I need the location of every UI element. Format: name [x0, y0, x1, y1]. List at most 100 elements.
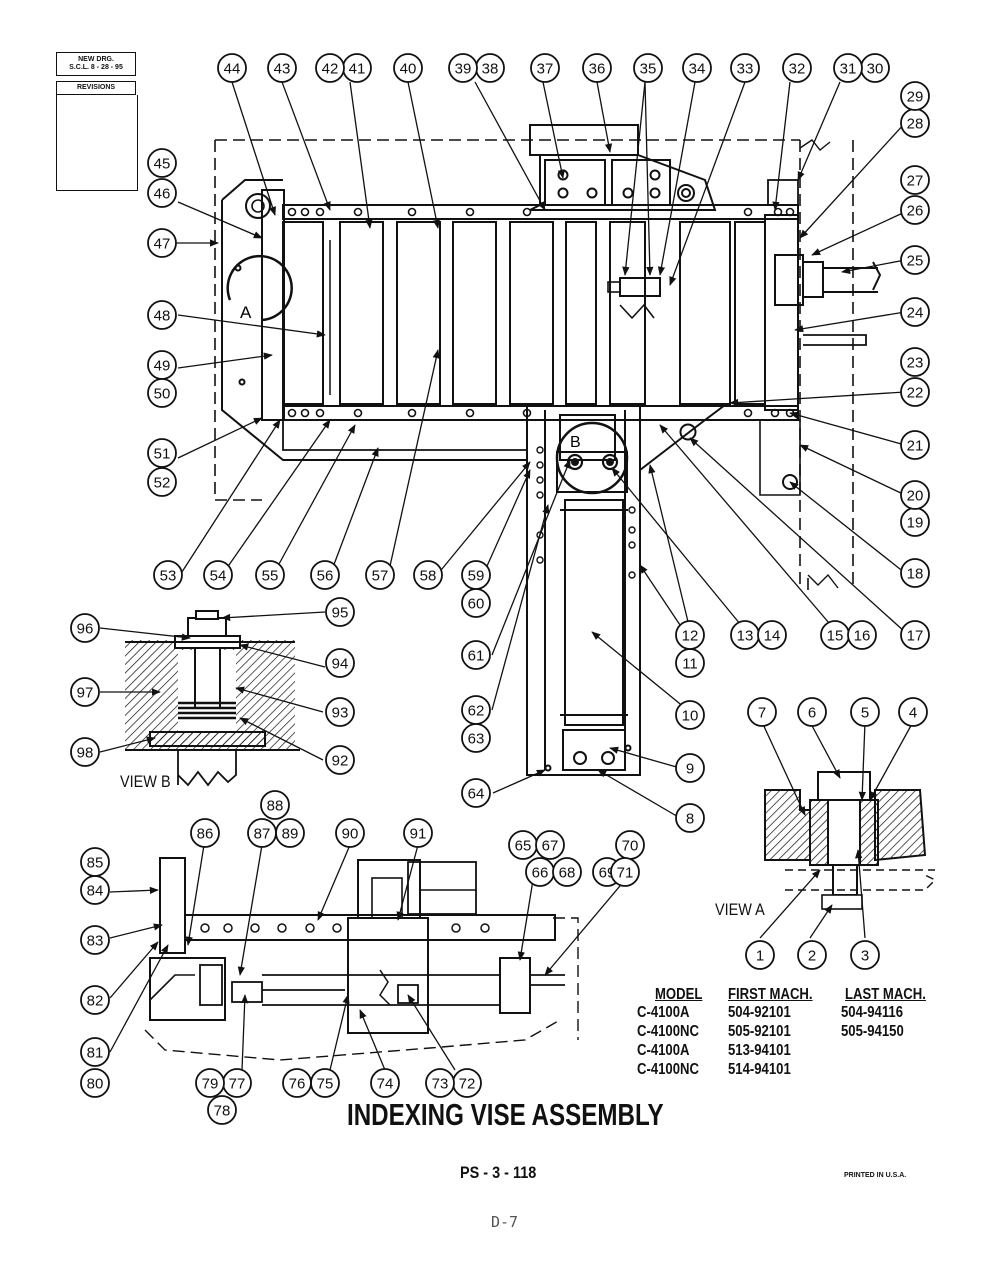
callout-56: 56	[310, 560, 340, 590]
callout-number: 76	[289, 1076, 306, 1093]
callout-number: 6	[808, 705, 816, 722]
callout-number: 14	[764, 628, 781, 645]
callout-circle	[900, 480, 930, 510]
callout-number: 88	[267, 798, 284, 815]
callout-72: 72	[452, 1068, 482, 1098]
page-number: D-7	[491, 1213, 519, 1231]
callout-circle	[70, 737, 100, 767]
callout-number: 89	[282, 826, 299, 843]
callout-79: 79	[195, 1068, 225, 1098]
callout-number: 5	[861, 705, 869, 722]
callout-circle	[850, 697, 880, 727]
callout-circle	[797, 940, 827, 970]
callout-17: 17	[900, 620, 930, 650]
callout-19: 19	[900, 507, 930, 537]
main-vise-assembly	[214, 124, 882, 776]
callout-number: 41	[349, 61, 366, 78]
callout-57: 57	[365, 560, 395, 590]
callout-circle	[900, 347, 930, 377]
callout-38: 38	[475, 53, 505, 83]
callout-number: 17	[907, 628, 924, 645]
callout-number: 63	[468, 731, 485, 748]
callout-number: 59	[468, 568, 485, 585]
callout-circle	[747, 697, 777, 727]
callout-circle	[757, 620, 787, 650]
model-header: MODEL	[655, 986, 703, 1003]
callout-circle	[260, 790, 290, 820]
last-mach-cell: 505-94150	[841, 1023, 904, 1040]
callout-13: 13	[730, 620, 760, 650]
callout-59: 59	[461, 560, 491, 590]
callout-number: 96	[77, 621, 94, 638]
callout-number: 38	[482, 61, 499, 78]
callout-number: 33	[737, 61, 754, 78]
callout-circle	[370, 1068, 400, 1098]
callout-circle	[267, 53, 297, 83]
callout-circle	[745, 940, 775, 970]
callout-circle	[461, 778, 491, 808]
callout-3: 3	[850, 940, 880, 970]
callout-number: 73	[432, 1076, 449, 1093]
callout-circle	[900, 558, 930, 588]
callout-26: 26	[900, 195, 930, 225]
callout-circle	[310, 560, 340, 590]
callout-number: 39	[455, 61, 472, 78]
callout-36: 36	[582, 53, 612, 83]
callout-76: 76	[282, 1068, 312, 1098]
callout-58: 58	[413, 560, 443, 590]
callout-circle	[413, 560, 443, 590]
callout-number: 61	[468, 648, 485, 665]
callout-64: 64	[461, 778, 491, 808]
callout-number: 90	[342, 826, 359, 843]
callout-number: 30	[867, 61, 884, 78]
callout-circle	[147, 467, 177, 497]
callout-number: 67	[542, 838, 559, 855]
last-mach-cell: 504-94116	[841, 1004, 904, 1021]
callout-39: 39	[448, 53, 478, 83]
callout-number: 95	[332, 605, 349, 622]
callout-68: 68	[552, 857, 582, 887]
callout-circle	[80, 925, 110, 955]
callout-43: 43	[267, 53, 297, 83]
callout-number: 46	[154, 186, 171, 203]
callout-number: 32	[789, 61, 806, 78]
callout-50: 50	[147, 378, 177, 408]
callout-86: 86	[190, 818, 220, 848]
callout-95: 95	[325, 597, 355, 627]
callout-number: 72	[459, 1076, 476, 1093]
callout-number: 70	[622, 838, 639, 855]
callout-30: 30	[860, 53, 890, 83]
callout-circle	[730, 53, 760, 83]
callout-circle	[325, 597, 355, 627]
callout-80: 80	[80, 1068, 110, 1098]
callout-number: 43	[274, 61, 291, 78]
callout-number: 11	[682, 656, 698, 673]
callout-number: 4	[909, 705, 917, 722]
callout-85: 85	[80, 847, 110, 877]
callout-circle	[365, 560, 395, 590]
callout-circle	[530, 53, 560, 83]
callout-number: 66	[532, 865, 549, 882]
callout-8: 8	[675, 803, 705, 833]
page-code: PS - 3 - 118	[460, 1163, 537, 1182]
callout-number: 92	[332, 753, 349, 770]
callout-circle	[833, 53, 863, 83]
callout-circle	[393, 53, 423, 83]
callout-number: 62	[468, 703, 485, 720]
callout-circle	[207, 1095, 237, 1125]
callout-number: 79	[202, 1076, 219, 1093]
callout-number: 34	[689, 61, 706, 78]
callout-number: 57	[372, 568, 389, 585]
callout-22: 22	[900, 377, 930, 407]
callout-1: 1	[745, 940, 775, 970]
callout-66: 66	[525, 857, 555, 887]
callout-circle	[203, 560, 233, 590]
callout-2: 2	[797, 940, 827, 970]
callout-number: 97	[77, 685, 94, 702]
callout-circle	[425, 1068, 455, 1098]
first-mach-cell: 505-92101	[728, 1023, 791, 1040]
callout-number: 12	[682, 628, 699, 645]
callout-number: 50	[154, 386, 171, 403]
callout-circle	[147, 378, 177, 408]
callout-number: 54	[210, 568, 227, 585]
